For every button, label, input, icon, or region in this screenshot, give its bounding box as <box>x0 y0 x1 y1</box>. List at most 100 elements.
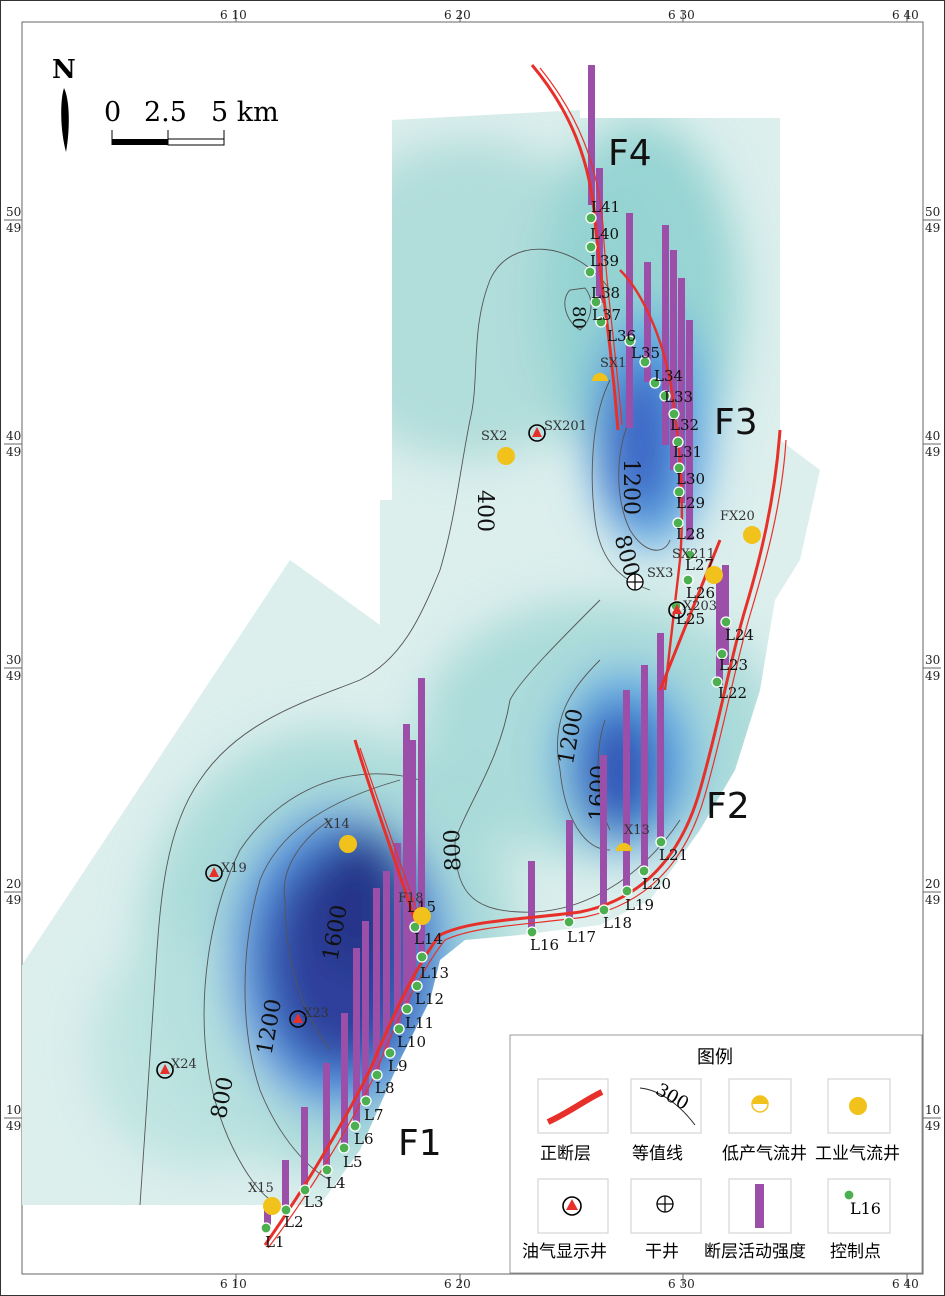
control-point-label: L29 <box>676 494 705 512</box>
control-point-icon <box>360 1095 372 1107</box>
fault-legend-icon <box>546 1089 604 1125</box>
left-tick-4a: 20 <box>6 877 21 891</box>
industrial-gas-well-icon <box>413 907 431 925</box>
right-tick-1b: 49 <box>925 221 940 235</box>
well-x23: X23 <box>289 1006 329 1028</box>
scale-label-2-5: 2.5 <box>144 97 187 128</box>
left-tick-2b: 49 <box>6 445 21 459</box>
control-point-icon <box>526 926 538 938</box>
fault-f1-trace <box>263 429 782 1246</box>
well-f18: F18 <box>398 891 431 925</box>
control-point-icon <box>711 676 723 688</box>
right-tick-3b: 49 <box>925 669 940 683</box>
control-point-icon <box>585 212 597 224</box>
control-point-icon <box>673 462 685 474</box>
well-x24: X24 <box>156 1057 197 1079</box>
control-point-icon <box>639 356 651 368</box>
well-x19: X19 <box>205 861 247 882</box>
bottom-tick-1: 6 10 <box>220 1277 247 1291</box>
low-yield-gas-well-icon <box>616 843 632 851</box>
right-tick-5a: 10 <box>925 1103 940 1117</box>
contour-label-1200-f3: 1200 <box>618 459 643 515</box>
control-point-icon <box>384 1047 396 1059</box>
control-point-label: L32 <box>670 416 699 434</box>
bottom-tick-2: 6 20 <box>444 1277 471 1291</box>
control-point-label: L34 <box>654 367 683 385</box>
control-point-icon <box>720 616 732 628</box>
top-tick-2: 6 20 <box>444 8 471 22</box>
well-sx2: SX2 <box>481 429 515 465</box>
fault-label-f1: F1 <box>398 1123 442 1164</box>
top-tick-4: 6 40 <box>892 8 919 22</box>
top-tick-3: 6 30 <box>668 8 695 22</box>
contour-label-1600-f2: 1600 <box>586 765 613 822</box>
control-point-icon <box>299 1184 311 1196</box>
well-label-f18: F18 <box>398 891 424 906</box>
control-point-label: L17 <box>567 928 596 946</box>
well-label-sx1: SX1 <box>600 356 626 371</box>
industrial-gas-well-icon <box>263 1197 281 1215</box>
control-point-icon <box>595 316 607 328</box>
control-point-label: L26 <box>686 584 715 602</box>
frame-ticks <box>4 10 941 1286</box>
control-point-label: L39 <box>590 252 619 270</box>
control-point-label: L40 <box>590 225 619 243</box>
left-tick-5b: 49 <box>6 1119 21 1133</box>
control-point-label: L30 <box>676 470 705 488</box>
control-point-label: L5 <box>343 1153 363 1171</box>
control-point-label: L27 <box>685 556 714 574</box>
fault-label-f3: F3 <box>714 402 758 443</box>
control-point-label: L6 <box>354 1130 374 1148</box>
well-x203: X203 <box>668 599 717 619</box>
control-point-icon <box>716 648 728 660</box>
legend-label-show: 油气显示井 <box>522 1242 607 1262</box>
control-point-icon <box>563 916 575 928</box>
control-point-icon <box>684 549 696 561</box>
control-point-icon <box>416 951 428 963</box>
right-tick-3a: 30 <box>925 653 940 667</box>
north-arrow: N <box>52 55 76 152</box>
well-label-x15: X15 <box>248 1181 274 1196</box>
control-point-icon <box>673 486 685 498</box>
control-point-label: L37 <box>592 306 621 324</box>
control-point-label: L19 <box>625 896 654 914</box>
fault-label-f4: F4 <box>608 133 652 174</box>
control-point-label: L12 <box>415 990 444 1008</box>
control-point-icon <box>371 1069 383 1081</box>
scale-label-5km: 5 km <box>211 97 279 128</box>
well-label-sx2: SX2 <box>481 429 507 444</box>
control-point-label: L36 <box>607 327 636 345</box>
right-tick-5b: 49 <box>925 1119 940 1133</box>
control-point-icon <box>598 904 610 916</box>
right-tick-2b: 49 <box>925 445 940 459</box>
legend-label-industrial: 工业气流井 <box>815 1144 900 1164</box>
well-x14: X14 <box>324 817 357 853</box>
left-tick-1b: 49 <box>6 221 21 235</box>
well-label-x14: X14 <box>324 817 350 832</box>
left-tick-1a: 50 <box>6 205 21 219</box>
contour-label-800-f2: 800 <box>440 829 466 872</box>
legend-label-low-yield: 低产气流井 <box>722 1144 807 1164</box>
scale-label-0: 0 <box>104 97 121 128</box>
control-point-icon <box>655 836 667 848</box>
control-point-label: L7 <box>364 1106 384 1124</box>
well-sx3: SX3 <box>626 566 673 591</box>
control-point-label: L20 <box>642 875 671 893</box>
legend-title: 图例 <box>697 1047 733 1068</box>
left-tick-3b: 49 <box>6 669 21 683</box>
oil-gas-show-well-icon <box>209 867 219 877</box>
control-point-label: L2 <box>284 1213 304 1231</box>
right-tick-1a: 50 <box>925 205 940 219</box>
control-point-label: L1 <box>265 1233 285 1251</box>
control-point-label: L14 <box>414 930 443 948</box>
control-point-label: L38 <box>591 284 620 302</box>
activity-bar-legend-icon <box>755 1184 764 1228</box>
fault-labels: F1 F2 F3 F4 <box>398 133 758 1164</box>
control-point-icon <box>393 1023 405 1035</box>
well-fx20: FX20 <box>720 509 761 544</box>
well-label-x24: X24 <box>171 1057 197 1072</box>
well-x13: X13 <box>616 823 650 851</box>
control-point-label: L21 <box>659 846 688 864</box>
well-label-fx20: FX20 <box>720 509 755 524</box>
